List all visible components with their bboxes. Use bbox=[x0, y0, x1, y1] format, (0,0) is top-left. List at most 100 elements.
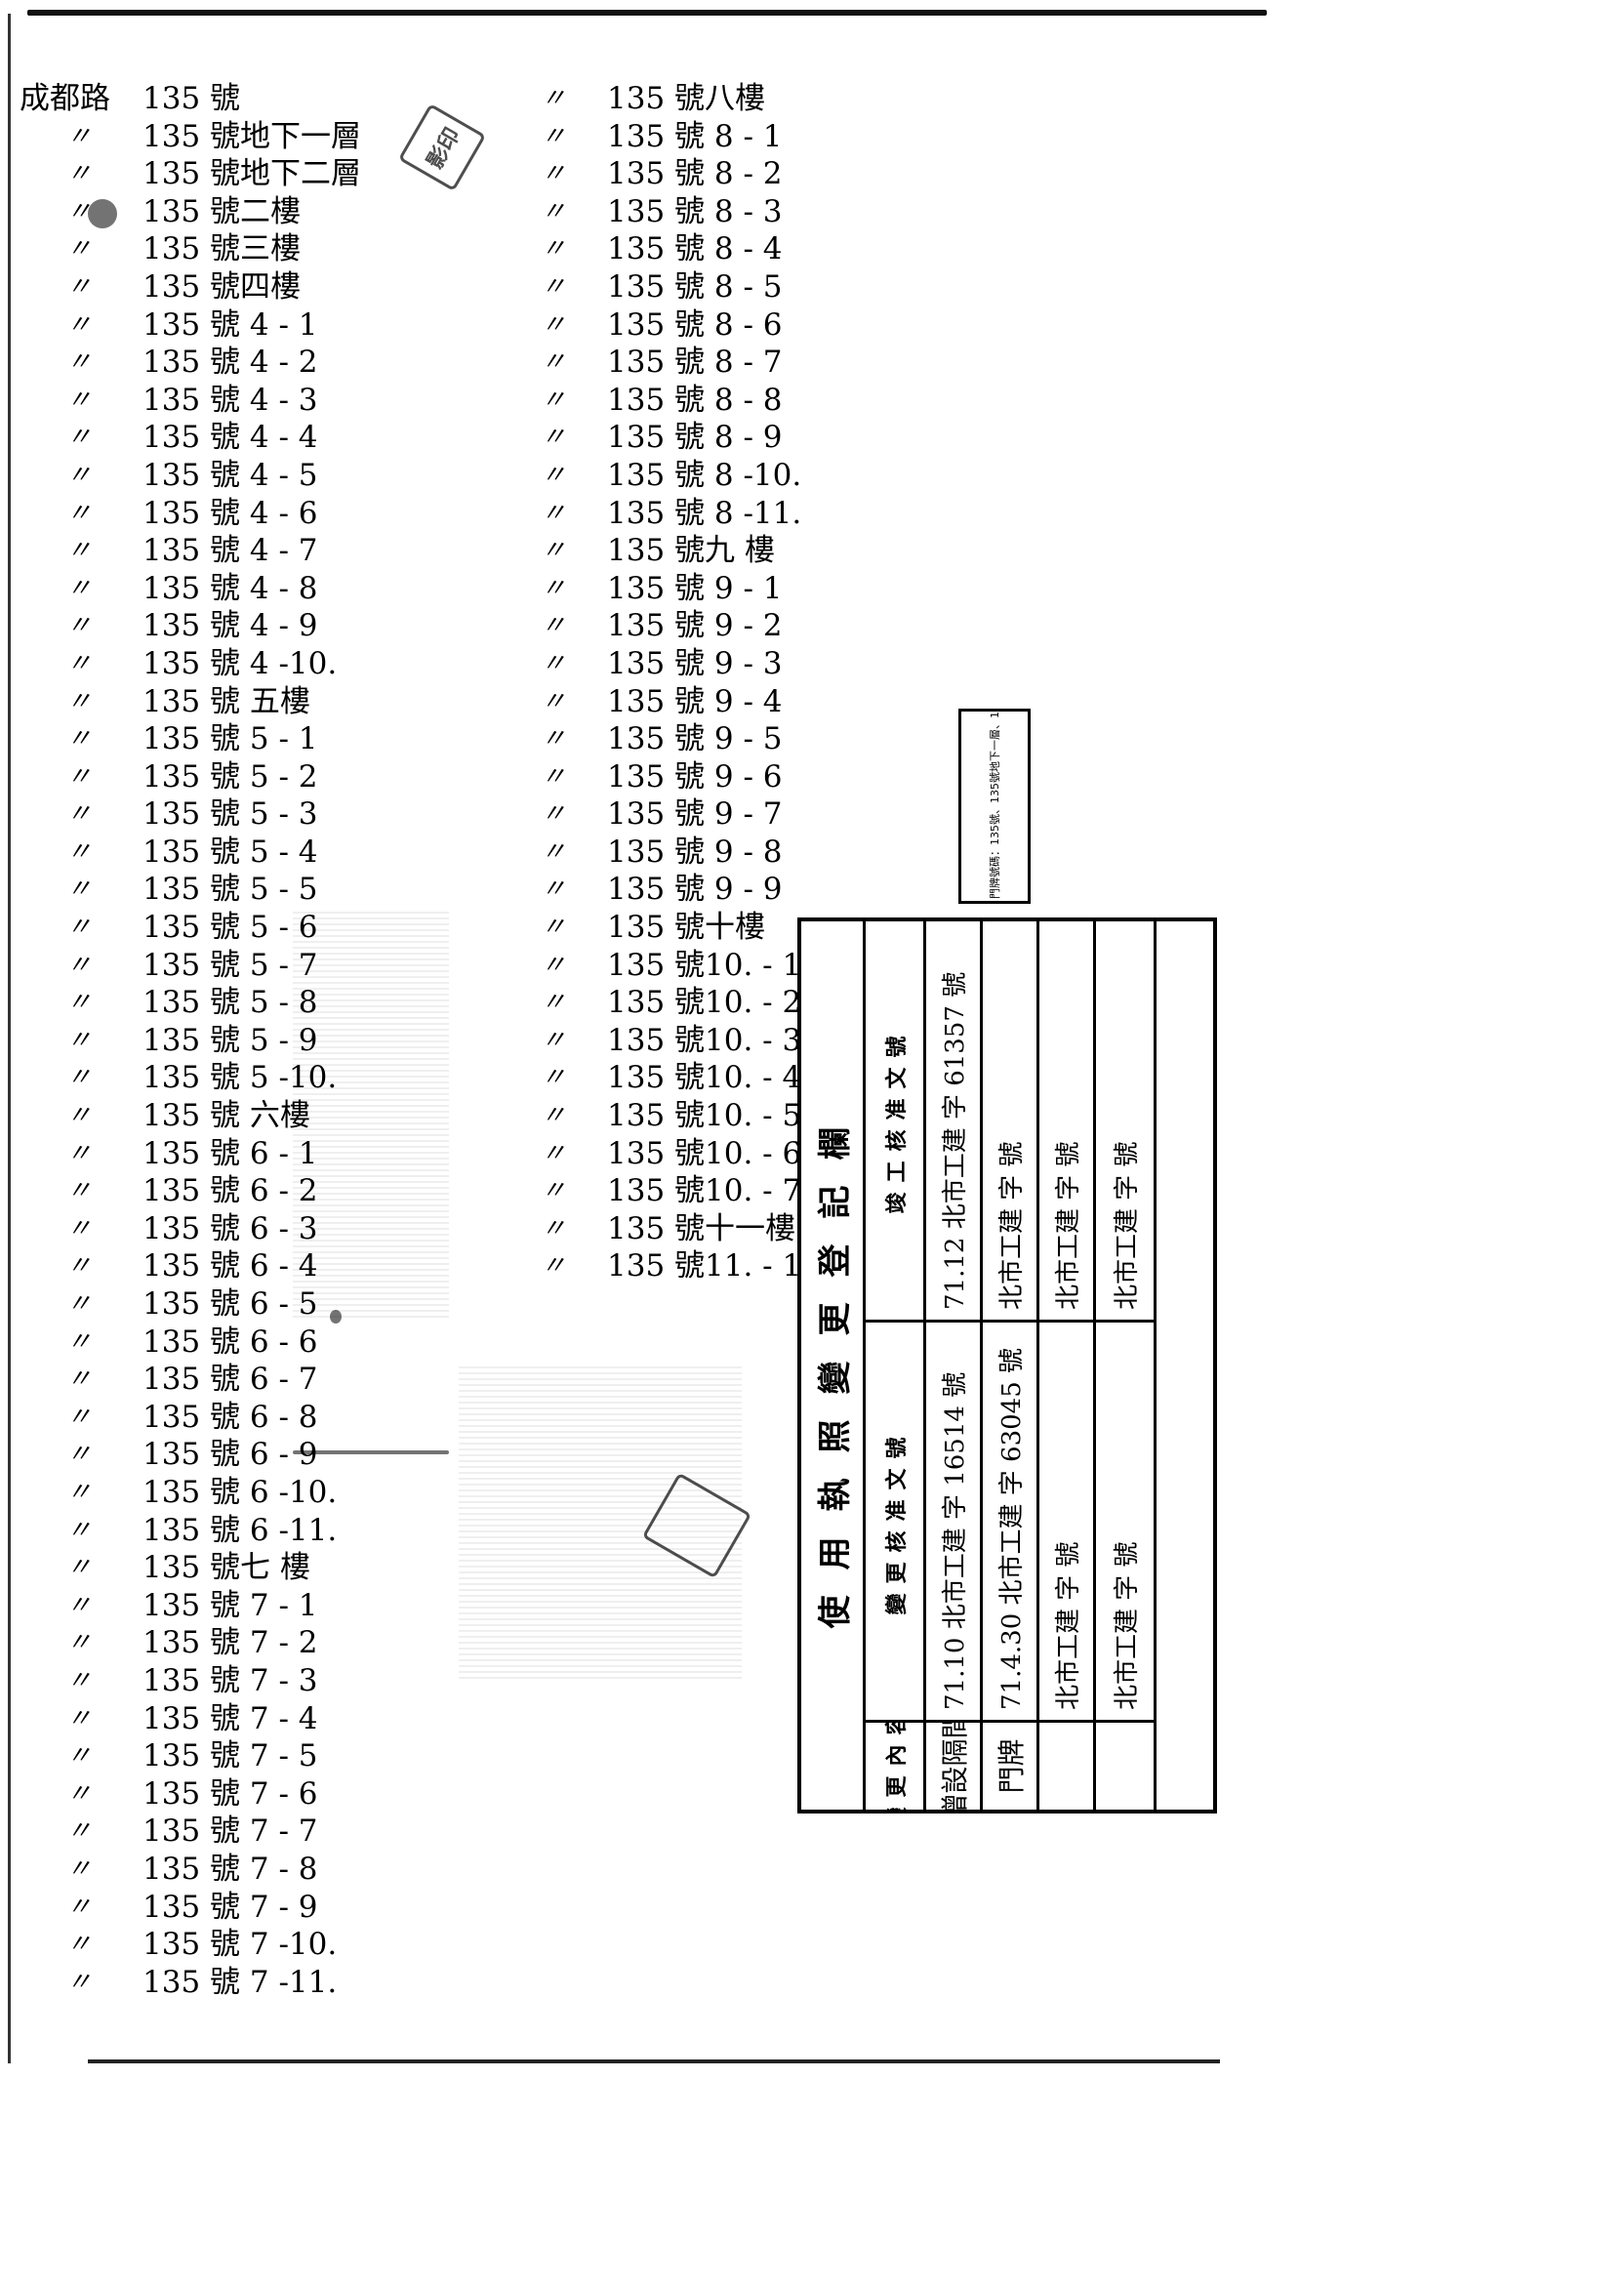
address-row: 〃135 號 5 - 9 bbox=[20, 1022, 527, 1060]
row4-content bbox=[1096, 1720, 1157, 1810]
address-row: 〃135 號 7 - 8 bbox=[20, 1851, 527, 1889]
note-text: 門牌號碼：135號、135號地下一層、135號地下二層、135號二樓至135號十… bbox=[987, 712, 1002, 899]
ditto-mark: 〃 bbox=[541, 1176, 567, 1206]
ditto-mark: 〃 bbox=[541, 121, 567, 151]
address-text: 135 號 9 - 7 bbox=[607, 796, 783, 833]
address-text: 135 號 9 - 4 bbox=[607, 683, 783, 719]
address-row: 〃135 號 五樓 bbox=[20, 683, 527, 721]
ditto-mark: 〃 bbox=[66, 913, 93, 943]
address-row: 〃135 號 8 - 9 bbox=[535, 419, 828, 457]
address-row: 〃135 號 6 - 2 bbox=[20, 1172, 527, 1210]
address-row: 〃135 號 4 - 2 bbox=[20, 344, 527, 382]
ditto-mark: 〃 bbox=[541, 347, 567, 378]
address-row: 〃135 號二樓 bbox=[20, 193, 527, 231]
ditto-mark: 〃 bbox=[66, 761, 93, 792]
address-text: 135 號 8 - 6 bbox=[607, 306, 783, 343]
address-row: 〃135 號 9 - 5 bbox=[535, 720, 828, 758]
address-row: 〃135 號 8 - 2 bbox=[535, 155, 828, 193]
ditto-mark: 〃 bbox=[66, 498, 93, 528]
address-text: 135 號11. - 1 bbox=[607, 1248, 802, 1284]
address-row: 〃135 號 7 - 1 bbox=[20, 1587, 527, 1625]
address-text: 135 號 7 - 2 bbox=[142, 1625, 318, 1661]
address-row: 〃135 號 6 -11. bbox=[20, 1512, 527, 1550]
header-completion-permit: 竣工核准文號 bbox=[866, 917, 926, 1320]
ditto-mark: 〃 bbox=[66, 1930, 93, 1960]
ditto-mark: 〃 bbox=[541, 498, 567, 528]
address-row: 〃135 號 4 - 1 bbox=[20, 306, 527, 345]
address-text: 135 號 9 - 8 bbox=[607, 834, 783, 870]
ditto-mark: 〃 bbox=[66, 536, 93, 566]
address-list-middle: 〃135 號八樓〃135 號 8 - 1〃135 號 8 - 2〃135 號 8… bbox=[535, 80, 828, 1285]
ditto-mark: 〃 bbox=[66, 1628, 93, 1658]
ditto-mark: 〃 bbox=[66, 196, 93, 226]
address-text: 135 號 7 - 3 bbox=[142, 1662, 318, 1698]
address-text: 135 號 9 - 9 bbox=[607, 872, 783, 908]
ditto-mark: 〃 bbox=[541, 686, 567, 716]
address-row: 〃 135 號11. - 1 bbox=[535, 1247, 828, 1285]
ditto-mark: 〃 bbox=[66, 234, 93, 265]
address-text: 135 號地下一層 bbox=[142, 118, 362, 154]
ditto-mark: 〃 bbox=[66, 1440, 93, 1470]
house-number-note-box: 門牌號碼：135號、135號地下一層、135號地下二層、135號二樓至135號十… bbox=[958, 709, 1031, 904]
address-text: 135 號 5 - 8 bbox=[142, 985, 318, 1021]
address-row: 〃135 號 5 - 4 bbox=[20, 834, 527, 872]
address-text: 135 號 9 - 1 bbox=[607, 570, 783, 606]
address-text: 135 號 8 - 2 bbox=[607, 156, 783, 192]
address-text: 135 號三樓 bbox=[142, 231, 302, 267]
address-row: 〃135 號 6 - 8 bbox=[20, 1399, 527, 1437]
street-name: 成都路 bbox=[20, 81, 110, 116]
address-text: 135 號 5 - 9 bbox=[142, 1022, 318, 1058]
address-text: 135 號10. - 3 bbox=[607, 1022, 802, 1058]
address-row: 〃135 號 9 - 3 bbox=[535, 645, 828, 683]
row3-change-permit: 北市工建 字 號 bbox=[1039, 1320, 1096, 1720]
address-text: 135 號 9 - 2 bbox=[607, 608, 783, 644]
ditto-mark: 〃 bbox=[66, 309, 93, 340]
address-text: 135 號10. - 5 bbox=[607, 1098, 802, 1134]
ditto-mark: 〃 bbox=[66, 686, 93, 716]
address-text: 135 號 4 - 7 bbox=[142, 533, 318, 569]
ditto-mark: 〃 bbox=[541, 988, 567, 1018]
row3-completion-permit: 北市工建 字 號 bbox=[1039, 917, 1096, 1320]
address-row: 〃135 號四樓 bbox=[20, 268, 527, 306]
ditto-mark: 〃 bbox=[66, 460, 93, 490]
left-border-line bbox=[8, 14, 11, 2063]
ditto-mark: 〃 bbox=[541, 1251, 567, 1282]
address-row: 〃135 號地下二層 bbox=[20, 155, 527, 193]
address-text: 135 號 bbox=[142, 81, 241, 116]
address-text: 135 號 7 - 7 bbox=[142, 1813, 318, 1850]
ditto-mark: 〃 bbox=[66, 1213, 93, 1243]
address-row: 〃135 號 4 - 6 bbox=[20, 495, 527, 533]
row4-change-permit: 北市工建 字 號 bbox=[1096, 1320, 1157, 1720]
address-row: 〃135 號 4 -10. bbox=[20, 645, 527, 683]
address-row: 〃135 號 5 - 3 bbox=[20, 795, 527, 834]
ditto-mark: 〃 bbox=[541, 385, 567, 415]
row1-content: 增設隔間 bbox=[926, 1720, 983, 1810]
address-text: 135 號 7 - 1 bbox=[142, 1587, 318, 1623]
ditto-mark: 〃 bbox=[541, 1025, 567, 1055]
ditto-mark: 〃 bbox=[66, 347, 93, 378]
address-row: 〃135 號八樓 bbox=[535, 80, 828, 118]
ditto-mark: 〃 bbox=[541, 1063, 567, 1093]
address-row: 〃135 號 六樓 bbox=[20, 1097, 527, 1135]
address-text: 135 號 8 -11. bbox=[607, 495, 802, 531]
address-text: 135 號四樓 bbox=[142, 268, 302, 305]
address-text: 135 號 8 - 3 bbox=[607, 193, 783, 229]
address-row: 〃135 號10. - 2 bbox=[535, 984, 828, 1022]
address-row: 〃135 號 7 - 9 bbox=[20, 1889, 527, 1927]
address-text: 135 號 5 - 2 bbox=[142, 758, 318, 795]
ditto-mark: 〃 bbox=[66, 1289, 93, 1319]
row2-change-permit: 71.4.30 北市工建 字 63045 號 bbox=[983, 1320, 1039, 1720]
address-text: 135 號 5 - 6 bbox=[142, 910, 318, 946]
address-row: 〃135 號地下一層 bbox=[20, 118, 527, 156]
address-text: 135 號 8 - 1 bbox=[607, 118, 783, 154]
address-text: 135 號 4 - 5 bbox=[142, 457, 318, 493]
address-row: 〃135 號 9 - 2 bbox=[535, 607, 828, 645]
ditto-mark: 〃 bbox=[541, 724, 567, 754]
address-row: 〃 135 號 7 - 2 bbox=[20, 1624, 527, 1662]
address-row: 〃135 號 5 -10. bbox=[20, 1059, 527, 1097]
ditto-mark: 〃 bbox=[66, 875, 93, 905]
address-text: 135 號 4 -10. bbox=[142, 645, 338, 681]
ditto-mark: 〃 bbox=[66, 1101, 93, 1131]
address-text: 135 號10. - 6 bbox=[607, 1135, 802, 1171]
ditto-mark: 〃 bbox=[66, 1477, 93, 1507]
